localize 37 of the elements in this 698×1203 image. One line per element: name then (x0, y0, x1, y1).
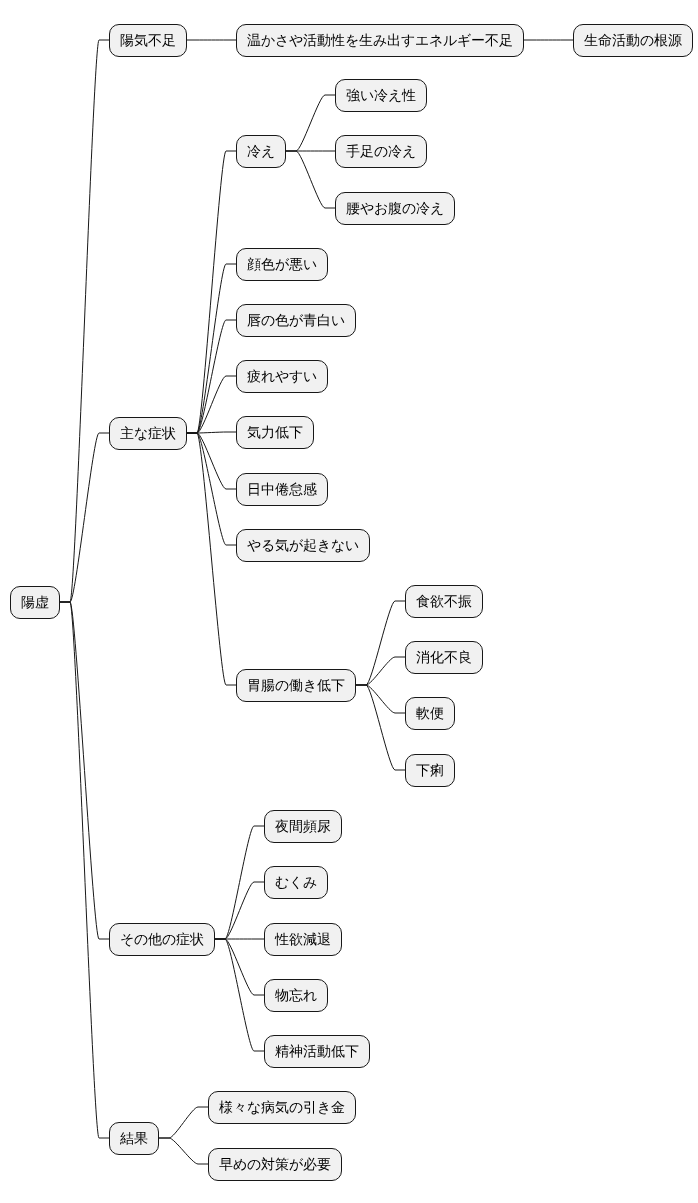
connector-line (355, 684, 406, 771)
topic-node: 食欲不振 (405, 584, 483, 618)
topic-node: 夜間頻尿 (264, 809, 342, 843)
topic-node: 結果 (109, 1121, 159, 1155)
topic-node: 顔色が悪い (236, 247, 328, 281)
topic-node: その他の症状 (109, 922, 215, 956)
topic-node: 性欲減退 (264, 922, 342, 956)
topic-node: 消化不良 (405, 640, 483, 674)
topic-node: 精神活動低下 (264, 1034, 370, 1068)
connector-line (214, 938, 265, 1052)
topic-node: 唇の色が青白い (236, 303, 356, 337)
connector-line (158, 1137, 209, 1165)
topic-node: 物忘れ (264, 978, 328, 1012)
topic-node: 温かさや活動性を生み出すエネルギー不足 (236, 23, 524, 57)
topic-node: 気力低下 (236, 415, 314, 449)
topic-node: 腰やお腹の冷え (335, 191, 455, 225)
topic-node: 強い冷え性 (335, 78, 427, 112)
topic-node: 生命活動の根源 (573, 23, 693, 57)
connector-line (523, 39, 574, 41)
topic-node: 手足の冷え (335, 134, 427, 168)
connector-line (186, 39, 237, 41)
topic-node: 冷え (236, 134, 286, 168)
topic-node: 陽気不足 (109, 23, 187, 57)
topic-node: むくみ (264, 865, 328, 899)
connector-line (285, 150, 336, 209)
topic-node: 主な症状 (109, 416, 187, 450)
topic-node: 早めの対策が必要 (208, 1147, 342, 1181)
topic-node: 疲れやすい (236, 359, 328, 393)
topic-node: やる気が起きない (236, 528, 370, 562)
topic-node: 陽虚 (10, 585, 60, 619)
topic-node: 日中倦怠感 (236, 472, 328, 506)
connector-line (186, 432, 237, 686)
topic-node: 軟便 (405, 696, 455, 730)
topic-node: 下痢 (405, 753, 455, 787)
topic-node: 様々な病気の引き金 (208, 1090, 356, 1124)
topic-node: 胃腸の働き低下 (236, 668, 356, 702)
connector-line (59, 601, 110, 1139)
